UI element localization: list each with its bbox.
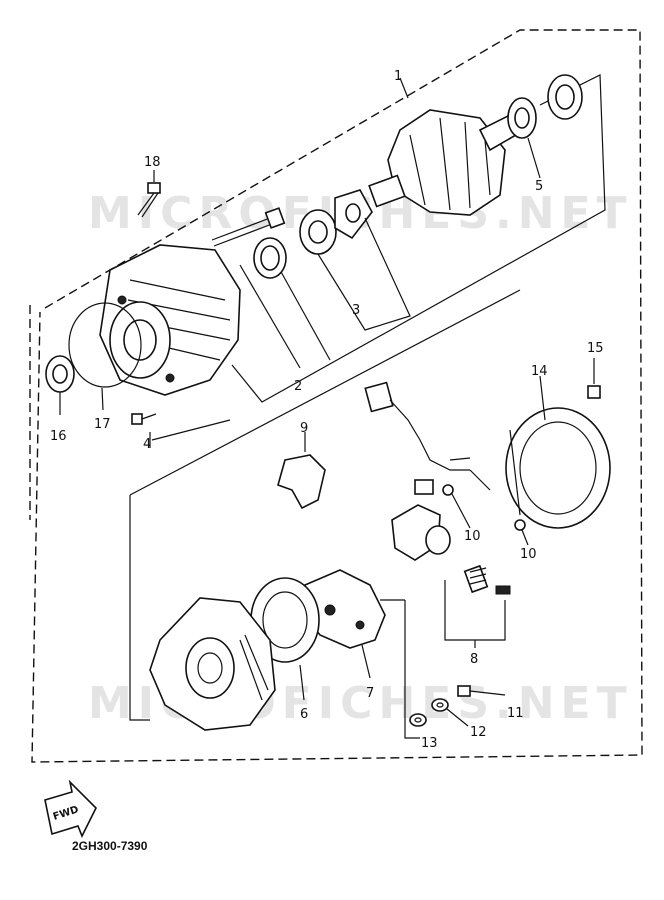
assembly-boundary [31, 29, 643, 763]
callout-18: 18 [144, 155, 161, 170]
callout-7: 7 [366, 686, 374, 701]
callout-11: 11 [507, 706, 524, 721]
nut-15 [587, 385, 601, 399]
callout-15: 15 [587, 341, 604, 356]
nut-13 [409, 713, 427, 727]
leader-5 [527, 137, 541, 179]
fwd-arrow-icon: FWD [44, 779, 97, 838]
leader-10a [451, 493, 471, 529]
oring-17 [68, 302, 142, 388]
screw-4 [131, 413, 157, 425]
leader-3 [317, 217, 411, 331]
diagram-code: 2GH300-7390 [72, 839, 148, 853]
lower-group-bracket [129, 289, 521, 721]
callout-8: 8 [470, 652, 478, 667]
seal-16 [45, 355, 75, 393]
leader-13 [404, 600, 420, 739]
callout-13: 13 [421, 736, 438, 751]
callout-17: 17 [94, 417, 111, 432]
bolt-11 [457, 685, 506, 697]
regulator-block [391, 479, 451, 561]
bearing-5 [507, 74, 583, 139]
screw-10b [514, 519, 526, 531]
callout-10a: 10 [464, 529, 481, 544]
leader-10b [521, 529, 529, 546]
callout-2: 2 [294, 379, 302, 394]
bolt-18 [137, 182, 161, 218]
brush-set-8 [463, 564, 511, 595]
leader-14 [539, 375, 546, 421]
leader-6 [299, 664, 305, 701]
leader-7 [361, 644, 371, 679]
leader-2b [279, 269, 331, 361]
callout-10b: 10 [520, 547, 537, 562]
screw-10a [442, 484, 454, 496]
screw-2 [211, 207, 286, 247]
bracket-9 [277, 454, 326, 510]
rear-cover-14 [505, 407, 611, 529]
callout-16: 16 [50, 429, 67, 444]
callout-5: 5 [535, 179, 543, 194]
callout-6: 6 [300, 707, 308, 722]
leader-2a [239, 264, 301, 369]
callout-4: 4 [143, 437, 151, 452]
callout-12: 12 [470, 725, 487, 740]
leader-12 [446, 708, 469, 727]
leader-1 [399, 77, 409, 99]
callout-9: 9 [300, 421, 308, 436]
rear-housing [149, 597, 276, 731]
callout-3: 3 [352, 303, 360, 318]
bearing-3 [253, 189, 373, 279]
callout-14: 14 [531, 364, 548, 379]
front-housing [99, 244, 241, 396]
washer-12 [431, 698, 449, 712]
wire-harness [364, 381, 491, 491]
callout-1: 1 [394, 69, 402, 84]
leader-4 [149, 419, 231, 448]
leader-17 [101, 387, 104, 411]
